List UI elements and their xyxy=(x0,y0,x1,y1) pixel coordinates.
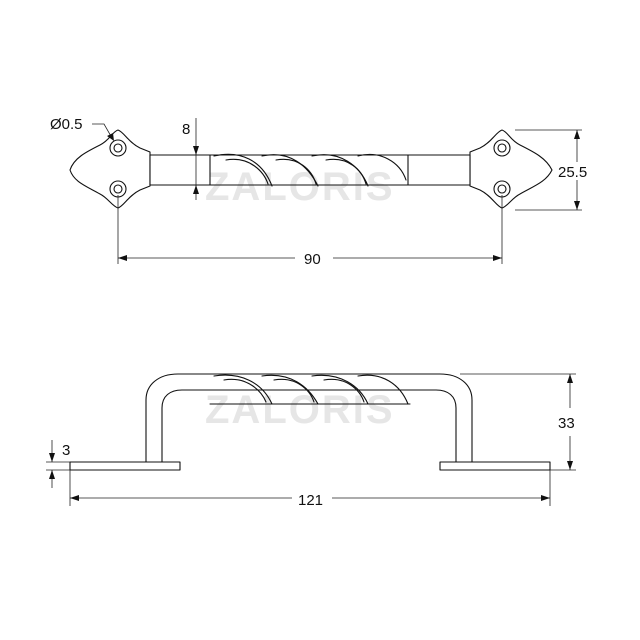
side-view: ZALORIS 3 33 xyxy=(46,373,576,509)
twisted-grip-side xyxy=(209,374,411,405)
twisted-grip-top xyxy=(209,153,409,187)
overall-length-label: 121 xyxy=(298,492,323,509)
right-end-plate xyxy=(469,129,553,209)
height-label: 25.5 xyxy=(558,164,587,181)
hole-diameter-label: Ø0.5 xyxy=(50,116,83,133)
watermark-side: ZALORIS xyxy=(205,388,395,432)
left-top-hole-outer xyxy=(109,139,127,157)
right-top-hole-inner xyxy=(497,143,507,153)
left-bottom-hole-inner xyxy=(113,184,123,194)
left-base-plate xyxy=(69,461,181,471)
right-top-hole-outer xyxy=(493,139,511,157)
handle-outer-profile xyxy=(145,373,473,463)
right-base-plate xyxy=(439,461,551,471)
right-bar xyxy=(407,154,471,186)
projection-label: 33 xyxy=(558,415,575,432)
left-end-plate xyxy=(69,129,151,209)
right-bottom-hole-inner xyxy=(497,184,507,194)
top-view: ZALORIS Ø0.5 xyxy=(50,116,587,268)
left-bar xyxy=(149,154,211,186)
left-top-hole-inner xyxy=(113,143,123,153)
base-thickness-label: 3 xyxy=(62,442,70,459)
handle-inner-profile xyxy=(161,389,457,463)
bar-thickness-label: 8 xyxy=(182,121,190,138)
watermark-top: ZALORIS xyxy=(205,165,395,209)
hole-spacing-label: 90 xyxy=(304,251,321,268)
